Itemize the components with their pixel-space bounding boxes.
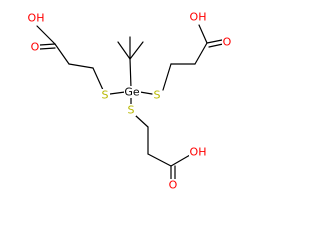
- bond-s-bottom-ch2: [135, 115, 149, 128]
- chemical-structure: Ge S S S OH O OH O OH O: [27, 11, 232, 192]
- carbonyl-oxygen-label-bottom: O: [169, 179, 178, 192]
- bond-ge-s-left: [109, 91, 126, 95]
- bond-right-c-oh: [198, 24, 208, 44]
- bond-s-left-ch2: [92, 67, 104, 91]
- hydroxyl-label-left: OH: [28, 12, 45, 25]
- sulfur-atom-label-right: S: [154, 89, 161, 102]
- bond-bottom-ch2-cooh: [147, 153, 172, 167]
- sulfur-atom-label-bottom: S: [128, 104, 135, 117]
- bond-left-ch2-ch2: [68, 63, 94, 69]
- sulfur-atom-label-left: S: [102, 89, 109, 102]
- bond-s-right-ch2: [162, 63, 172, 91]
- germanium-atom-label: Ge: [124, 86, 140, 99]
- bond-tbu-methyl-1: [117, 41, 131, 60]
- bond-right-ch2-cooh: [194, 42, 208, 65]
- bond-right-c-o-1: [206, 39, 223, 44]
- bonds: [36, 24, 224, 180]
- hydroxyl-label-right: OH: [190, 11, 207, 24]
- bond-left-c-o-1: [39, 43, 56, 46]
- bond-left-ch2-cooh: [54, 43, 70, 65]
- bond-ge-s-right: [139, 91, 153, 95]
- carbonyl-oxygen-label-right: O: [223, 36, 232, 49]
- bond-bottom-c-oh: [170, 154, 191, 167]
- bond-ge-tbu: [129, 58, 132, 89]
- bond-left-c-oh: [36, 25, 56, 45]
- molecule-diagram: Ge S S S OH O OH O OH O: [27, 11, 232, 192]
- atom-labels: Ge S S S OH O OH O OH O: [27, 11, 232, 192]
- bond-right-c-o-2: [208, 43, 224, 48]
- bond-tbu-methyl-3: [129, 41, 144, 60]
- hydroxyl-label-bottom: OH: [190, 146, 207, 159]
- carbonyl-oxygen-label-left: O: [31, 41, 40, 54]
- bond-left-c-o-2: [39, 47, 56, 50]
